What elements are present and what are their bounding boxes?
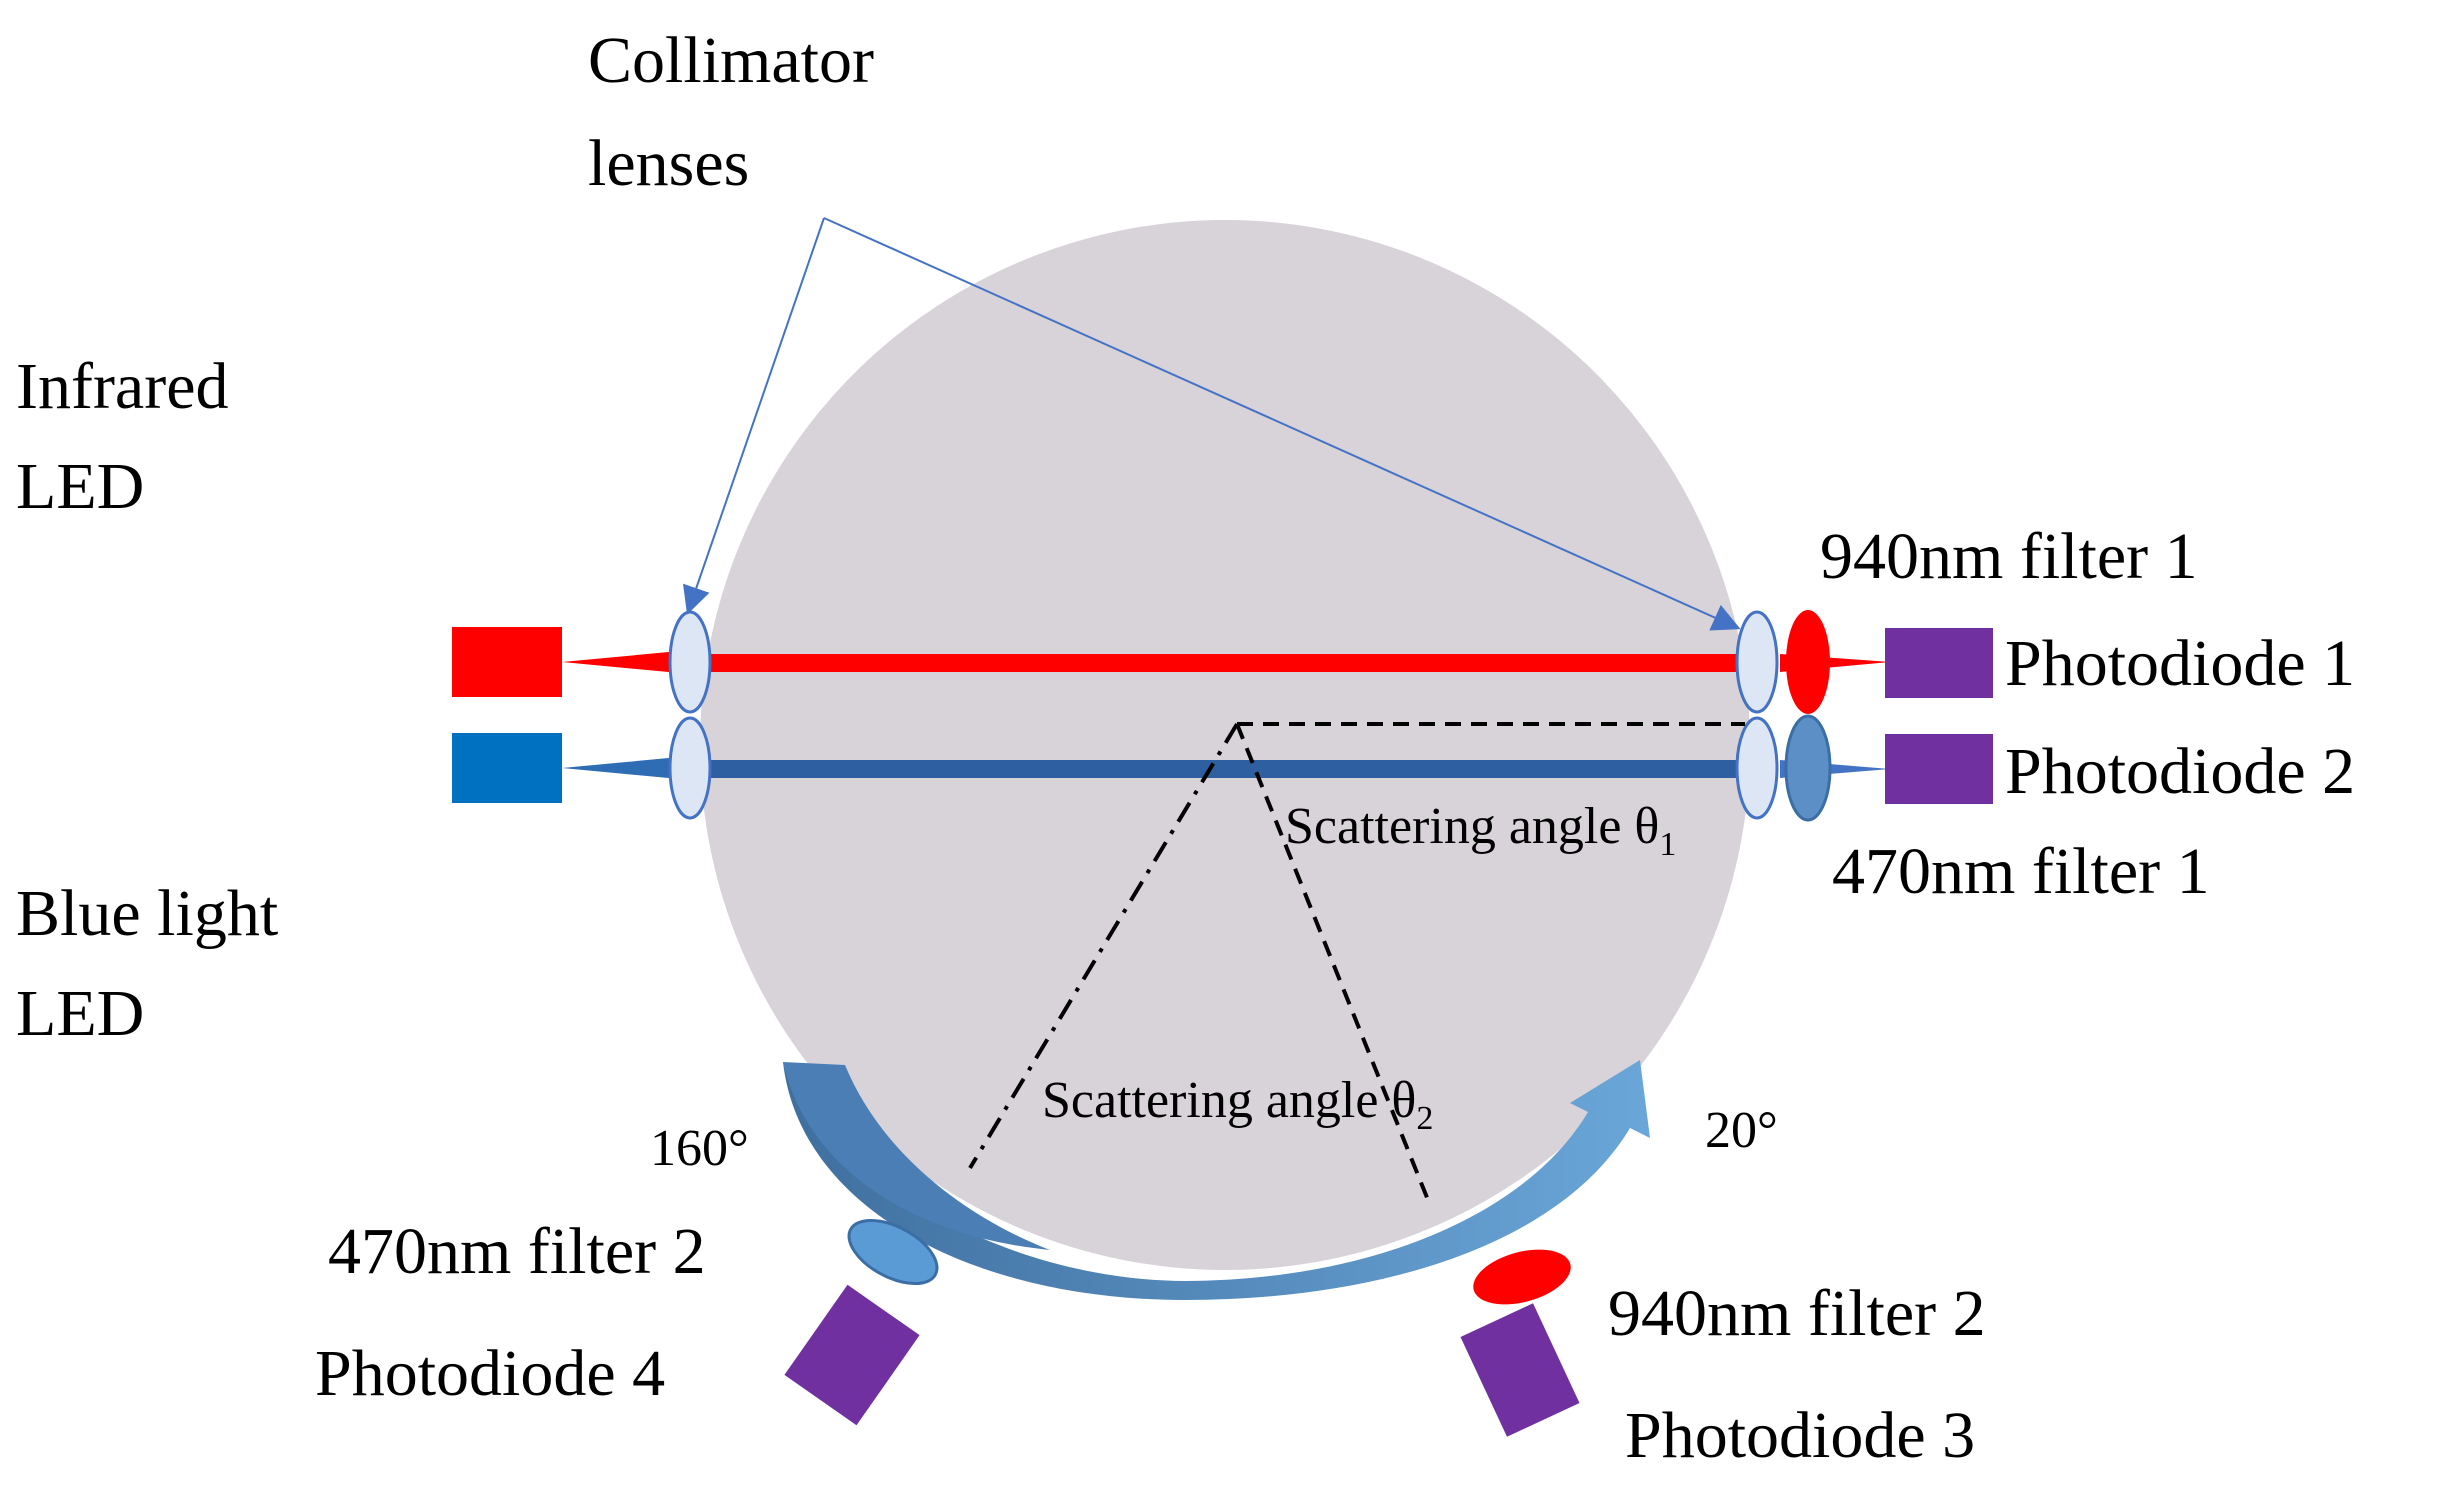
label-photodiode-3: Photodiode 3 bbox=[1625, 1399, 1975, 1472]
label-collimator-line2: lenses bbox=[588, 127, 749, 200]
filter-940nm-1 bbox=[1786, 610, 1830, 714]
rotation-arc-tail bbox=[783, 1062, 1050, 1250]
scatter-line-theta1 bbox=[1235, 723, 1430, 1201]
label-infrared-line1: Infrared bbox=[16, 350, 229, 423]
photodiode-3 bbox=[1460, 1303, 1580, 1437]
infrared-led bbox=[452, 627, 562, 697]
collimator-lens-right-bottom bbox=[1735, 716, 1779, 820]
filter-470nm-1 bbox=[1784, 714, 1832, 822]
collimator-pointer-left bbox=[682, 217, 825, 615]
infrared-beam bbox=[705, 654, 1750, 672]
label-filter-470nm-2: 470nm filter 2 bbox=[328, 1215, 706, 1288]
label-collimator-line1: Collimator bbox=[588, 24, 874, 97]
label-scattering-angle-1: Scattering angle θ1 bbox=[1285, 798, 1676, 863]
label-filter-940nm-2: 940nm filter 2 bbox=[1608, 1277, 1986, 1350]
infrared-led-emission bbox=[562, 650, 690, 674]
blue-beam bbox=[705, 760, 1750, 778]
collimator-lens-right-top bbox=[1735, 610, 1779, 714]
scatter-line-theta2 bbox=[968, 722, 1239, 1170]
collimator-pointer-right bbox=[823, 217, 1741, 631]
rotation-arc-arrow bbox=[783, 1060, 1650, 1300]
label-photodiode-1: Photodiode 1 bbox=[2005, 627, 2355, 700]
label-photodiode-2: Photodiode 2 bbox=[2005, 735, 2355, 808]
filter-470nm-2 bbox=[847, 1218, 939, 1286]
collimator-lens-left-top bbox=[668, 610, 712, 714]
photodiode-4 bbox=[784, 1284, 920, 1426]
label-filter-470nm-1: 470nm filter 1 bbox=[1832, 835, 2210, 908]
collimator-lens-left-bottom bbox=[668, 716, 712, 820]
filter-940nm-2 bbox=[1473, 1249, 1571, 1305]
label-scattering-angle-2: Scattering angle θ2 bbox=[1042, 1072, 1433, 1137]
photodiode-2 bbox=[1885, 734, 1993, 804]
blue-led-emission bbox=[562, 756, 690, 780]
label-angle-20: 20° bbox=[1705, 1102, 1778, 1159]
label-photodiode-4: Photodiode 4 bbox=[315, 1337, 665, 1410]
photodiode-1 bbox=[1885, 628, 1993, 698]
label-blue-line2: LED bbox=[16, 977, 144, 1050]
label-blue-line1: Blue light bbox=[16, 877, 278, 950]
label-filter-940nm-1: 940nm filter 1 bbox=[1820, 520, 2198, 593]
label-angle-160: 160° bbox=[650, 1120, 749, 1177]
sample-chamber-circle bbox=[700, 220, 1750, 1270]
label-infrared-line2: LED bbox=[16, 450, 144, 523]
blue-light-led bbox=[452, 733, 562, 803]
